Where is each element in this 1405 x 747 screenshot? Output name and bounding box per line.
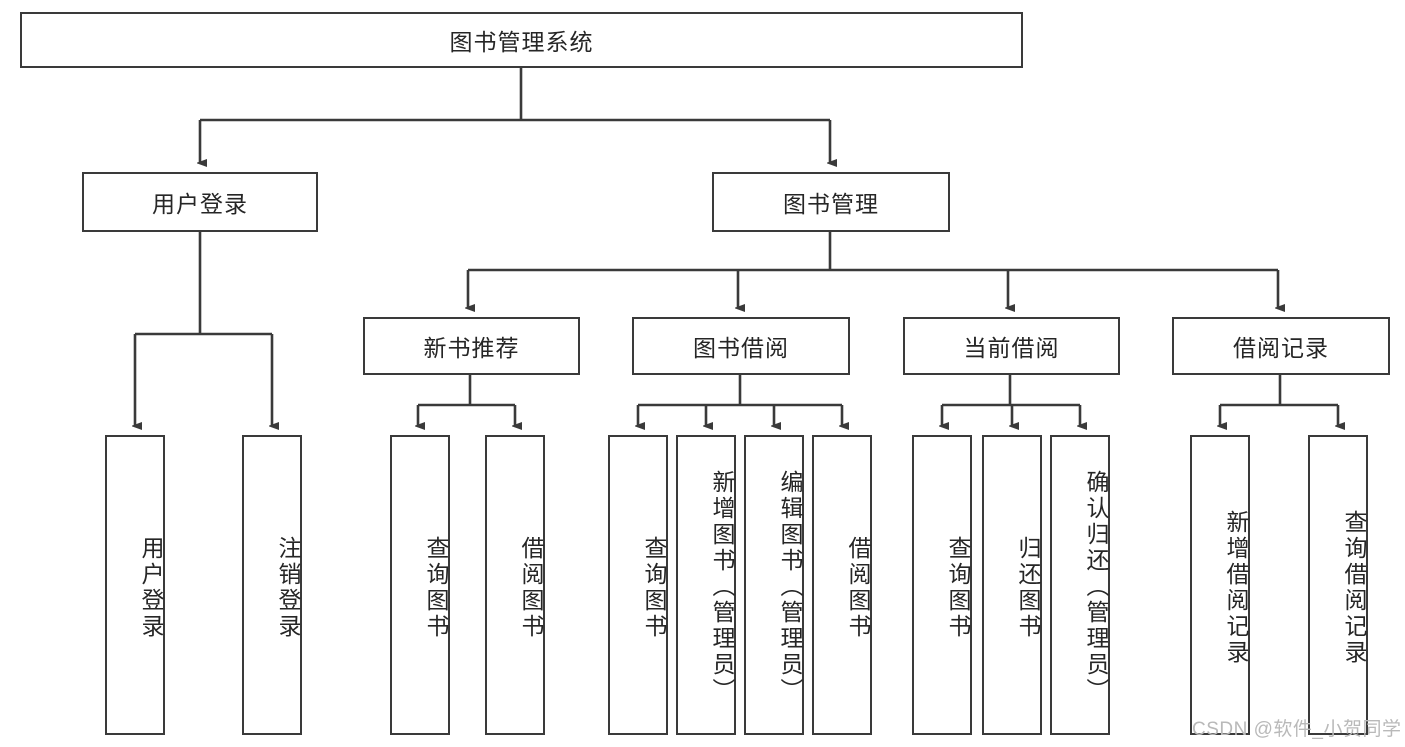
node-leaf-logout-login[interactable]: 注销登录 xyxy=(242,435,302,735)
node-leaf-query-book-current[interactable]: 查询图书 xyxy=(912,435,972,735)
node-system-title[interactable]: 图书管理系统 xyxy=(20,12,1023,68)
node-leaf-add-book-admin[interactable]: 新增图书（管理员） xyxy=(676,435,736,735)
node-leaf-borrow-book[interactable]: 借阅图书 xyxy=(812,435,872,735)
node-leaf-borrow-book-recommend[interactable]: 借阅图书 xyxy=(485,435,545,735)
node-leaf-return-book[interactable]: 归还图书 xyxy=(982,435,1042,735)
node-new-book-recommend[interactable]: 新书推荐 xyxy=(363,317,580,375)
node-current-borrow[interactable]: 当前借阅 xyxy=(903,317,1120,375)
node-borrow-record[interactable]: 借阅记录 xyxy=(1172,317,1390,375)
node-leaf-user-login[interactable]: 用户登录 xyxy=(105,435,165,735)
node-leaf-add-borrow-record[interactable]: 新增借阅记录 xyxy=(1190,435,1250,735)
csdn-watermark: CSDN @软件_小贺同学 xyxy=(1192,719,1402,740)
node-leaf-confirm-return-admin[interactable]: 确认归还（管理员） xyxy=(1050,435,1110,735)
node-book-management[interactable]: 图书管理 xyxy=(712,172,950,232)
node-leaf-query-borrow-record[interactable]: 查询借阅记录 xyxy=(1308,435,1368,735)
node-leaf-edit-book-admin[interactable]: 编辑图书（管理员） xyxy=(744,435,804,735)
node-book-borrow[interactable]: 图书借阅 xyxy=(632,317,850,375)
node-user-login[interactable]: 用户登录 xyxy=(82,172,318,232)
node-leaf-query-book-borrow[interactable]: 查询图书 xyxy=(608,435,668,735)
node-leaf-query-book-recommend[interactable]: 查询图书 xyxy=(390,435,450,735)
